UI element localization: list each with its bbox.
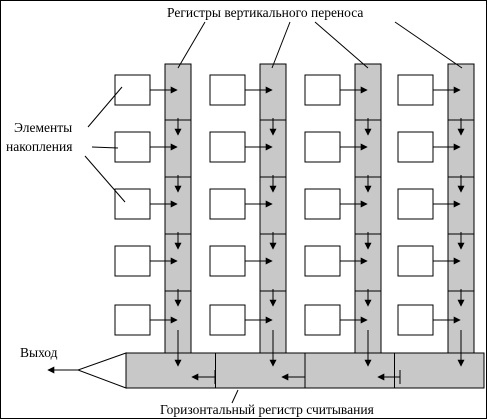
storage-element: [397, 245, 434, 277]
storage-element: [397, 131, 434, 163]
label-storage-elements-2: накопления: [6, 139, 72, 154]
storage-element: [114, 245, 151, 277]
storage-element: [304, 304, 341, 336]
storage-element: [114, 188, 151, 220]
storage-element: [209, 131, 246, 163]
storage-element: [397, 74, 434, 106]
storage-element: [304, 188, 341, 220]
storage-element: [114, 304, 151, 336]
label-output: Выход: [20, 345, 58, 360]
label-horizontal-register: Горизонтальный регистр считывания: [160, 402, 374, 417]
label-storage-elements-1: Элементы: [14, 120, 72, 135]
register-leader-line: [314, 21, 369, 69]
element-leader-line: [84, 155, 126, 203]
storage-element: [114, 74, 151, 106]
storage-element: [304, 131, 341, 163]
vertical-register: [354, 63, 382, 371]
storage-element: [209, 304, 246, 336]
output-amplifier: [76, 352, 127, 389]
element-leader-line: [87, 86, 123, 128]
storage-elements: [114, 74, 434, 336]
vertical-register: [447, 63, 475, 371]
storage-element: [209, 245, 246, 277]
storage-element: [114, 131, 151, 163]
vertical-register: [164, 63, 192, 371]
vertical-register: [259, 63, 287, 371]
horizontal-register-leader: [231, 389, 239, 404]
storage-element: [397, 188, 434, 220]
label-vertical-registers: Регистры вертикального переноса: [167, 5, 363, 20]
leader-lines: [84, 21, 463, 404]
register-leader-line: [394, 21, 463, 69]
storage-element: [209, 188, 246, 220]
storage-element: [304, 74, 341, 106]
transfer-arrows: [150, 86, 465, 384]
storage-element: [304, 245, 341, 277]
storage-element: [209, 74, 246, 106]
register-leader-line: [177, 21, 206, 69]
register-leader-line: [271, 21, 291, 69]
element-leader-line: [91, 146, 119, 149]
storage-element: [397, 304, 434, 336]
